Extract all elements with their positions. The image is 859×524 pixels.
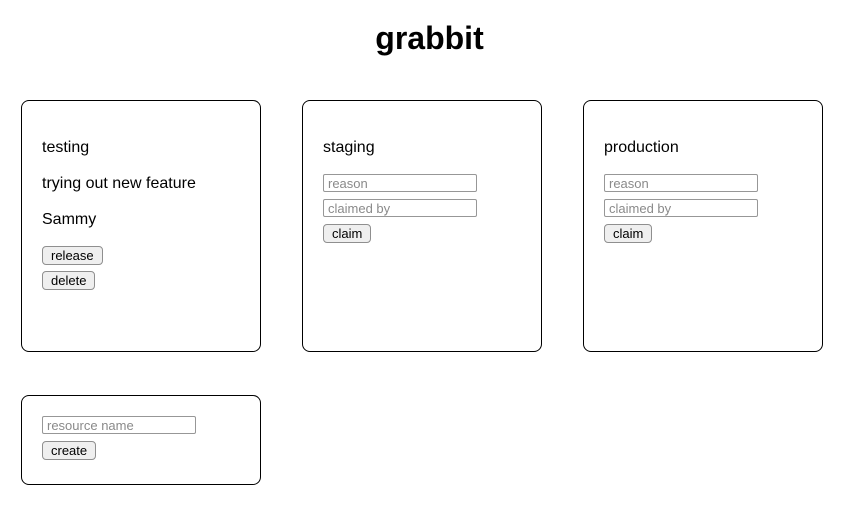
claimed-by-input[interactable]	[323, 199, 477, 217]
claim-form: claim	[604, 174, 802, 243]
claim-button[interactable]: claim	[323, 224, 372, 243]
resource-name-input[interactable]	[42, 416, 196, 434]
claimed-by-input[interactable]	[604, 199, 758, 217]
resource-cards-row: testing trying out new feature Sammy rel…	[21, 100, 859, 352]
resource-name-label: production	[604, 139, 679, 156]
claim-button[interactable]: claim	[604, 224, 653, 243]
resource-card-testing: testing trying out new feature Sammy rel…	[21, 100, 261, 352]
create-resource-card: create	[21, 395, 261, 485]
claim-form: claim	[323, 174, 521, 243]
resource-card-production: production claim	[583, 100, 823, 352]
resource-name-label: staging	[323, 139, 375, 156]
resource-actions: release delete	[42, 246, 240, 290]
create-button[interactable]: create	[42, 441, 97, 460]
release-button[interactable]: release	[42, 246, 103, 265]
reason-input[interactable]	[323, 174, 477, 192]
claim-reason-text: trying out new feature	[42, 175, 196, 192]
delete-button[interactable]: delete	[42, 271, 96, 290]
claimed-by-text: Sammy	[42, 211, 97, 228]
resource-name-label: testing	[42, 139, 90, 156]
reason-input[interactable]	[604, 174, 758, 192]
resource-card-staging: staging claim	[302, 100, 542, 352]
page-title: grabbit	[375, 20, 484, 56]
